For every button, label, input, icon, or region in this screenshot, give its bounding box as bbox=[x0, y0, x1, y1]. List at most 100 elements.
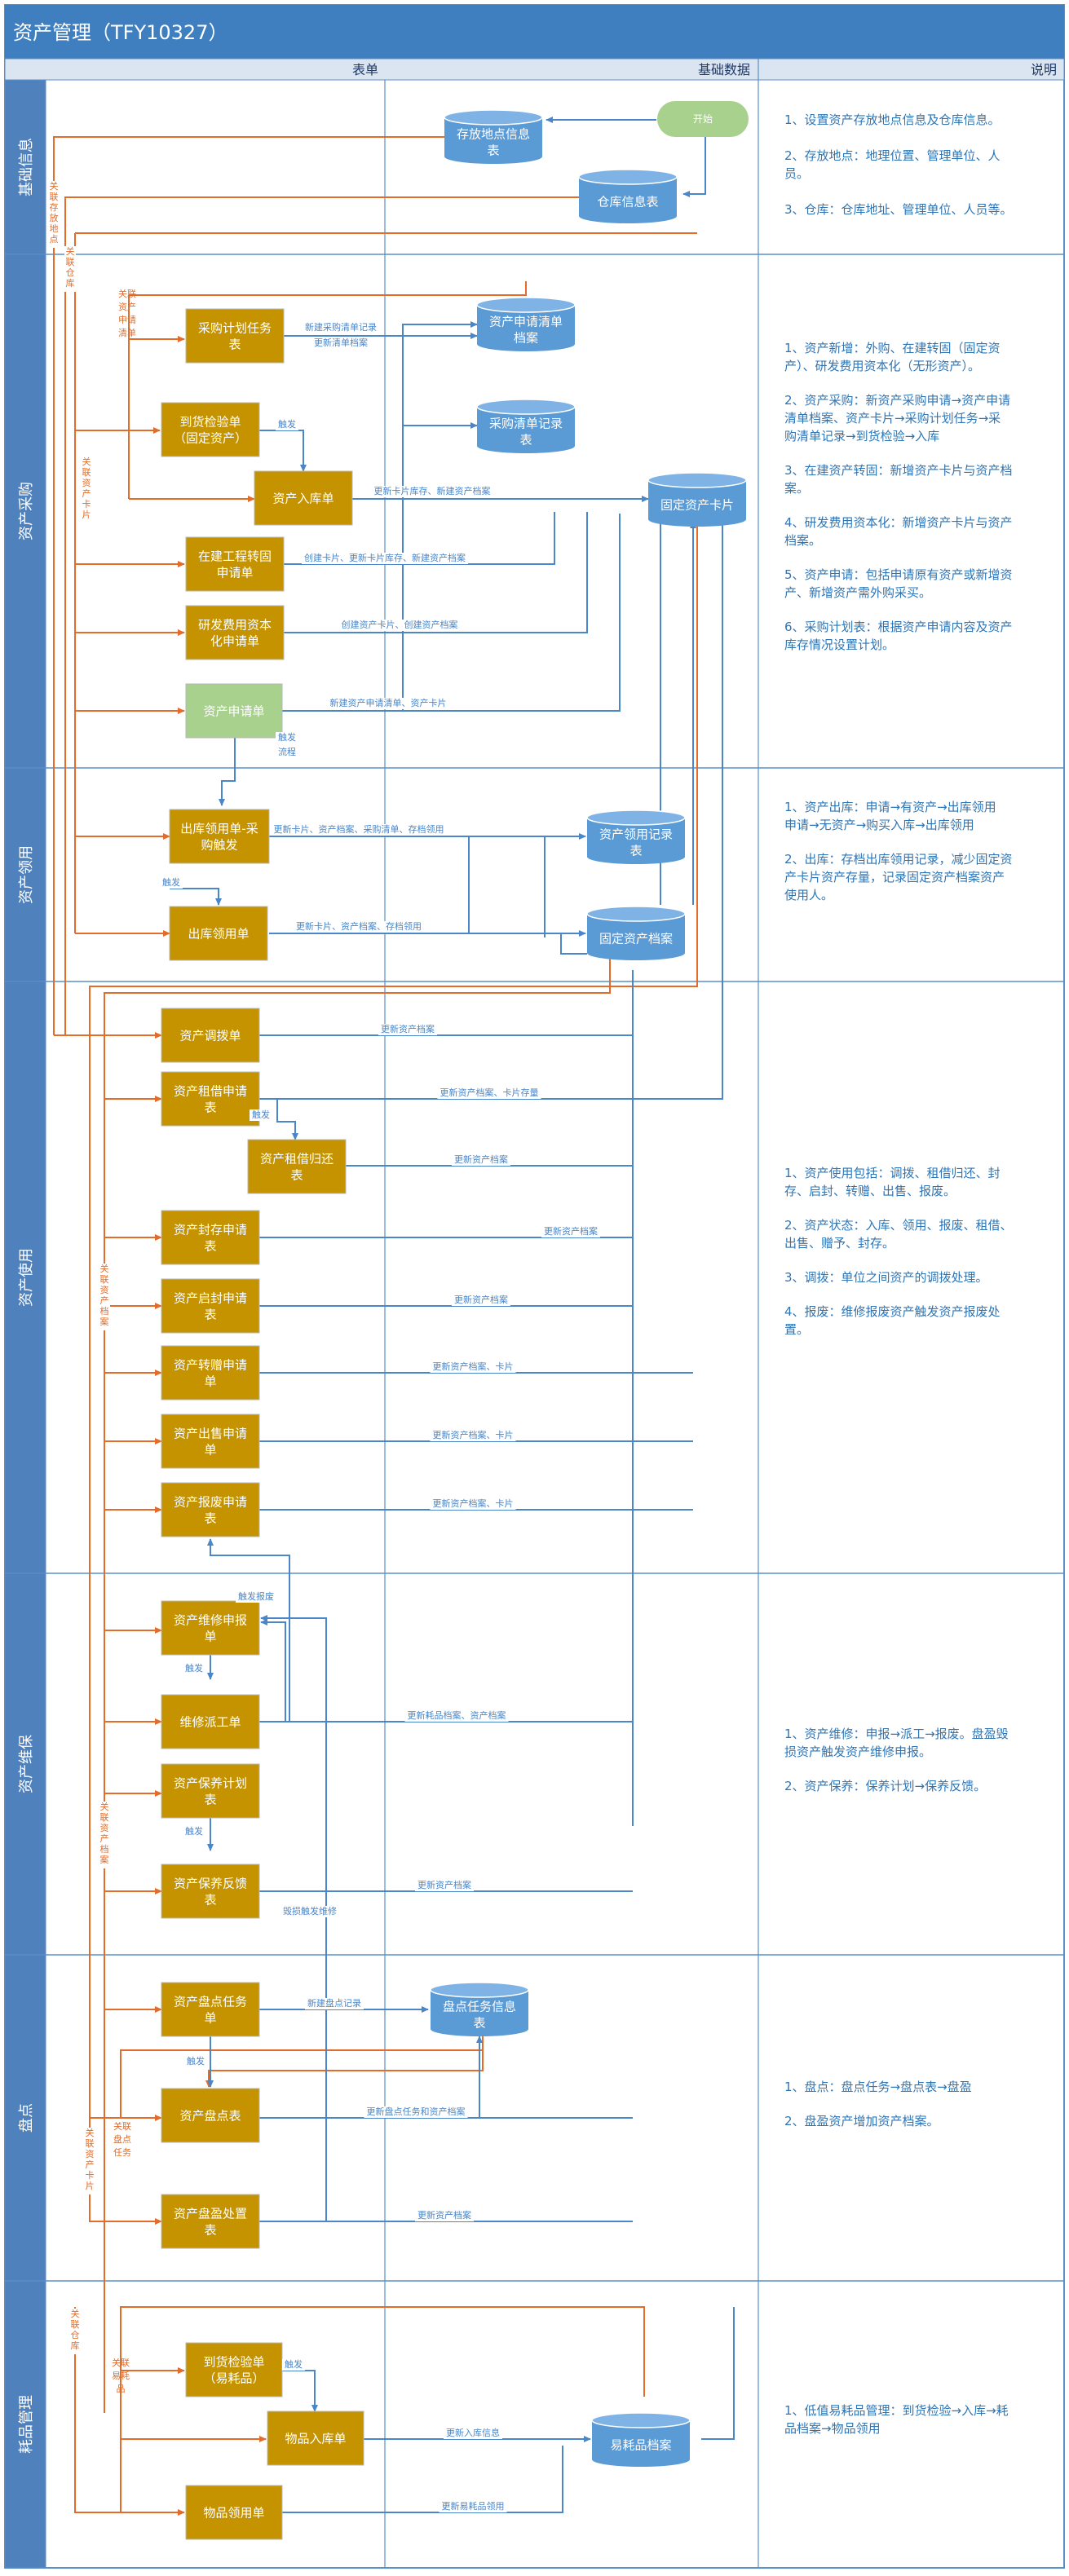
node-label: 资产封存申请 bbox=[174, 1222, 247, 1237]
node-label: 单 bbox=[204, 1442, 216, 1457]
edge-label: 更新资产档案 bbox=[378, 1023, 437, 1035]
svg-text:关联仓库: 关联仓库 bbox=[71, 2308, 80, 2351]
edge-label: 更新资产档案、卡片存量 bbox=[437, 1087, 541, 1099]
side-label-assoc-warehouse-cons: 关联仓库 bbox=[69, 2308, 81, 2354]
side-label-assoc-archive-use: 关联资产档案 bbox=[99, 1263, 110, 1330]
edge-label: 更新资产档案、卡片 bbox=[430, 1498, 516, 1510]
edge-label: 触发 bbox=[183, 1662, 205, 1674]
node-layer: 开始存放地点信息表仓库信息表采购计划任务表资产申请清单档案采购清单记录表到货检验… bbox=[161, 101, 749, 2540]
side-label-layer: 关联存放地点关联仓库关联资产申请清单关联资产卡片关联资产档案关联资产档案关联资产… bbox=[48, 180, 136, 2394]
svg-text:关联仓库: 关联仓库 bbox=[66, 245, 75, 289]
node-label: 表 bbox=[204, 1100, 216, 1114]
node-label: 到货检验单 bbox=[203, 2354, 264, 2369]
column-desc-header: 说明 bbox=[1031, 62, 1057, 77]
node-label: （固定资产） bbox=[174, 430, 247, 445]
node-start: 开始 bbox=[657, 101, 749, 137]
node-label: 表 bbox=[204, 1307, 216, 1321]
svg-text:2、资产采购：新资产采购申请→资产申请: 2、资产采购：新资产采购申请→资产申请 bbox=[784, 393, 1010, 408]
node-label: 表 bbox=[204, 1511, 216, 1525]
svg-text:触发: 触发 bbox=[185, 1662, 203, 1674]
association-lines bbox=[53, 136, 698, 2516]
svg-text:资产: 资产 bbox=[118, 301, 136, 312]
node-label: 物品领用单 bbox=[203, 2505, 264, 2520]
side-label-assoc-card-purchase: 关联资产卡片 bbox=[81, 456, 92, 523]
node-label: 表 bbox=[228, 337, 241, 351]
node-cons-in: 物品入库单 bbox=[267, 2411, 364, 2466]
lane-use: 资产使用 bbox=[4, 981, 1064, 1574]
node-goods-check: 到货检验单（固定资产） bbox=[161, 402, 260, 457]
description-repair: 1、资产维修：申报→派工→报废。盘盈毁损资产触发资产维修申报。2、资产保养：保养… bbox=[784, 1727, 1009, 1793]
lane-purchase: 资产采购 bbox=[4, 254, 1064, 769]
description-consumable: 1、低值易耗品管理：到货检验→入库→耗品档案→物品领用 bbox=[784, 2403, 1009, 2436]
svg-text:关联资产卡片: 关联资产卡片 bbox=[82, 456, 91, 520]
svg-text:1、设置资产存放地点信息及仓库信息。: 1、设置资产存放地点信息及仓库信息。 bbox=[784, 112, 1001, 127]
edge-label: 更新耗品档案、资产档案 bbox=[404, 1709, 509, 1722]
description-inventory: 1、盘点：盘点任务→盘点表→盘盈2、盘盈资产增加资产档案。 bbox=[784, 2080, 972, 2128]
edge-label: 更新入库信息 bbox=[444, 2427, 502, 2439]
node-label: 资产盘点任务 bbox=[174, 1994, 247, 2009]
lane-repair: 资产维保 bbox=[4, 1573, 1064, 1956]
node-fixed-archive: 固定资产档案 bbox=[586, 906, 686, 960]
lane-basic-label: 基础信息 bbox=[18, 138, 35, 196]
edge-label: 创建资产卡片、创建资产档案 bbox=[338, 619, 461, 631]
svg-text:1、资产出库：申请→有资产→出库领用: 1、资产出库：申请→有资产→出库领用 bbox=[784, 800, 996, 814]
node-label: 资产领用记录 bbox=[599, 827, 673, 841]
svg-text:申请→无资产→购买入库→出库领用: 申请→无资产→购买入库→出库领用 bbox=[784, 818, 974, 832]
svg-text:使用人。: 使用人。 bbox=[784, 888, 833, 902]
edge-label: 更新资产档案 bbox=[415, 2209, 474, 2221]
node-label: 固定资产档案 bbox=[599, 931, 673, 946]
column-header-row bbox=[4, 58, 1065, 81]
svg-text:案。: 案。 bbox=[784, 481, 809, 496]
node-label: 出库领用单-采 bbox=[180, 821, 258, 836]
svg-text:创建资产卡片、创建资产档案: 创建资产卡片、创建资产档案 bbox=[342, 619, 458, 630]
svg-text:触发: 触发 bbox=[187, 2055, 205, 2067]
svg-text:任务: 任务 bbox=[113, 2147, 131, 2158]
side-label-assoc-archive-repair: 关联资产档案 bbox=[99, 1801, 110, 1868]
lane-consumable: 耗品管理 bbox=[4, 2280, 46, 2569]
side-label-assoc-warehouse: 关联仓库 bbox=[64, 245, 76, 292]
edge-label: 更新卡片库存、新建资产档案 bbox=[371, 485, 493, 497]
edge-label: 更新资产档案、卡片 bbox=[430, 1361, 516, 1373]
node-label: 表 bbox=[204, 1892, 216, 1907]
node-warehouse: 仓库信息表 bbox=[578, 169, 678, 223]
node-label: 资产维修申报 bbox=[174, 1612, 247, 1627]
svg-text:1、低值易耗品管理：到货检验→入库→耗: 1、低值易耗品管理：到货检验→入库→耗 bbox=[784, 2403, 1009, 2418]
description-layer: 1、设置资产存放地点信息及仓库信息。2、存放地点：地理位置、管理单位、人员。3、… bbox=[784, 112, 1013, 2436]
svg-text:损资产触发资产维修申报。: 损资产触发资产维修申报。 bbox=[784, 1745, 931, 1759]
svg-text:1、资产新增：外购、在建转固（固定资: 1、资产新增：外购、在建转固（固定资 bbox=[784, 341, 1001, 355]
node-label: 资产保养反馈 bbox=[174, 1876, 247, 1890]
svg-text:2、资产状态：入库、领用、报废、租借、: 2、资产状态：入库、领用、报废、租借、 bbox=[784, 1218, 1013, 1233]
svg-text:3、调拨：单位之间资产的调拨处理。: 3、调拨：单位之间资产的调拨处理。 bbox=[784, 1270, 988, 1285]
svg-text:触发: 触发 bbox=[185, 1825, 203, 1837]
svg-text:更新资产档案、卡片: 更新资产档案、卡片 bbox=[433, 1498, 514, 1509]
node-transfer: 资产调拨单 bbox=[161, 1008, 260, 1063]
node-label: 表 bbox=[487, 143, 499, 157]
svg-text:2、盘盈资产增加资产档案。: 2、盘盈资产增加资产档案。 bbox=[784, 2114, 939, 2128]
node-label: 申请单 bbox=[216, 565, 253, 580]
svg-text:3、仓库：仓库地址、管理单位、人员等。: 3、仓库：仓库地址、管理单位、人员等。 bbox=[784, 202, 1013, 217]
svg-text:更新盘点任务和资产档案: 更新盘点任务和资产档案 bbox=[367, 2106, 466, 2117]
node-label: 研发费用资本 bbox=[198, 617, 272, 632]
column-form-header: 表单 bbox=[352, 62, 378, 77]
node-label: 资产入库单 bbox=[272, 491, 334, 505]
svg-text:关联: 关联 bbox=[113, 2120, 131, 2132]
edge-label: 流程 bbox=[276, 746, 298, 758]
page-title: 资产管理（TFY10327） bbox=[13, 21, 227, 44]
svg-text:触发: 触发 bbox=[278, 418, 296, 430]
svg-text:产、新增资产需外购采买。: 产、新增资产需外购采买。 bbox=[784, 585, 931, 600]
node-label: 存放地点信息 bbox=[457, 126, 530, 141]
node-label: 在建工程转固 bbox=[198, 549, 272, 563]
description-basic: 1、设置资产存放地点信息及仓库信息。2、存放地点：地理位置、管理单位、人员。3、… bbox=[784, 112, 1013, 217]
edge-label: 更新卡片、资产档案、采购清单、存档领用 bbox=[271, 823, 447, 836]
node-inv-table: 资产盘点表 bbox=[161, 2088, 260, 2143]
node-label: 开始 bbox=[693, 113, 713, 125]
